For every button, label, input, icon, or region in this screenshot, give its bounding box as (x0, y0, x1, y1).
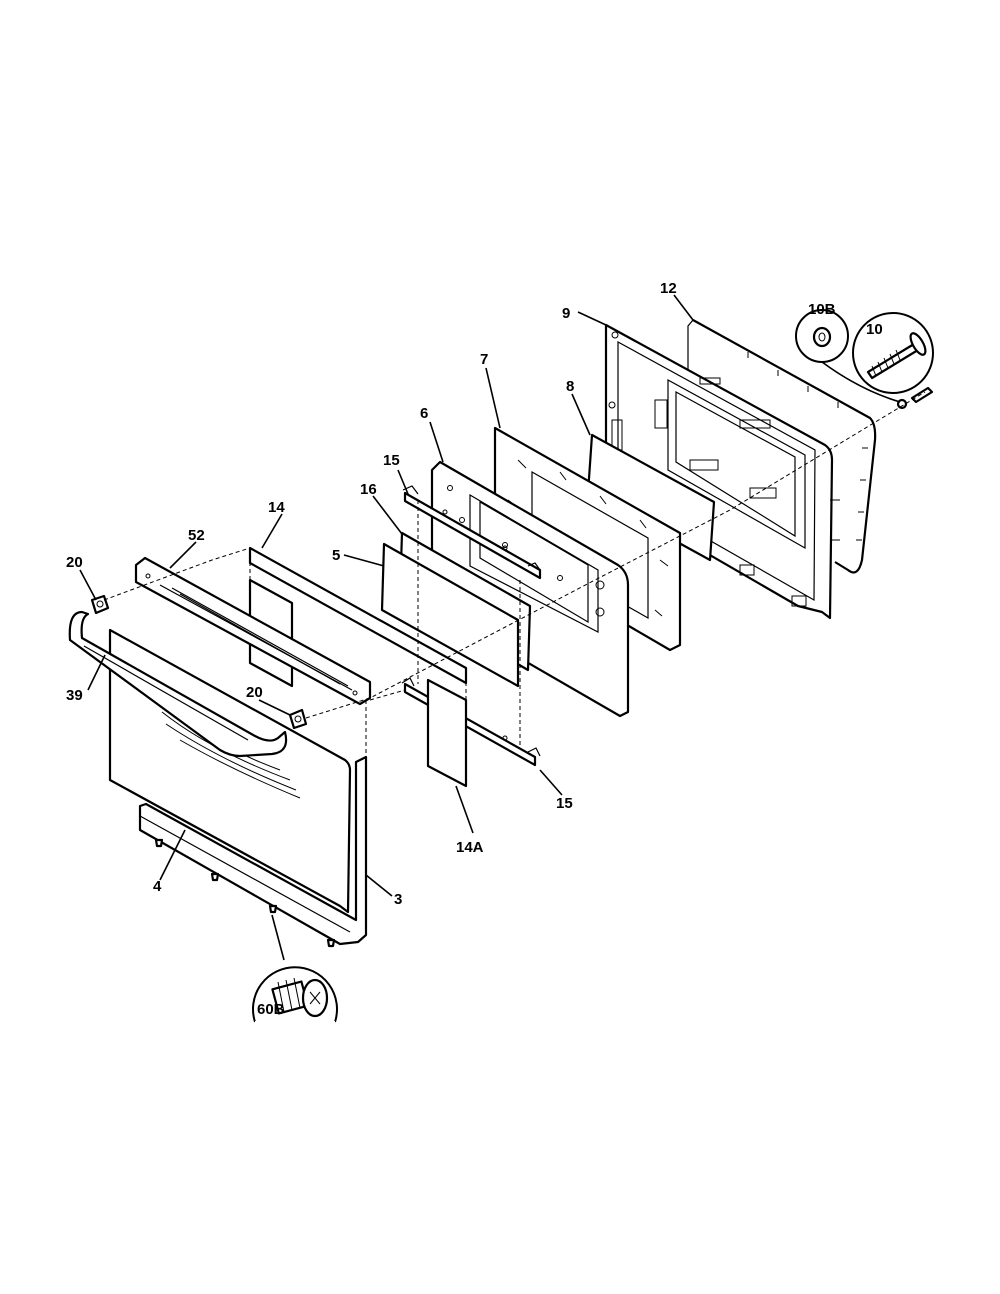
callout-12: 12 (660, 280, 677, 297)
callout-10: 10 (866, 321, 883, 338)
callout-14a: 14A (456, 839, 484, 856)
part-7-insulation (493, 426, 682, 652)
callout-39: 39 (66, 687, 83, 704)
zoom-bubble-10 (852, 312, 934, 394)
part-39-door-handle (68, 610, 288, 758)
part-20-end-cap-right (288, 708, 308, 730)
callout-6: 6 (420, 405, 428, 422)
part-10-screws (896, 386, 934, 410)
callout-7: 7 (480, 351, 488, 368)
callout-20-right: 20 (246, 684, 263, 701)
callout-16: 16 (360, 481, 377, 498)
part-60b-screws (154, 838, 336, 948)
part-15-lower-glass-retainer (401, 677, 541, 767)
callout-9: 9 (562, 305, 570, 322)
callout-5: 5 (332, 547, 340, 564)
zoom-bubble-60b (252, 966, 338, 1023)
part-5-outer-glass (380, 542, 520, 688)
part-8-inner-glass (586, 433, 716, 562)
assembly-lines (103, 391, 926, 757)
callout-52: 52 (188, 527, 205, 544)
callout-3: 3 (394, 891, 402, 908)
callout-20-left: 20 (66, 554, 83, 571)
part-3-door-frame (138, 755, 368, 946)
callout-10b: 10B (808, 301, 836, 318)
part-20-end-cap-left (90, 594, 110, 615)
callout-15-lower: 15 (556, 795, 573, 812)
callout-14: 14 (268, 499, 285, 516)
part-14a-insulation-strip (426, 678, 468, 788)
callout-8: 8 (566, 378, 574, 395)
part-52-vent-trim (134, 556, 372, 706)
callout-4: 4 (153, 878, 162, 895)
leader-lines (79, 294, 901, 961)
callout-labels: 12 9 10B 10 7 8 6 15 16 14 5 52 20 39 20… (66, 280, 883, 1018)
callout-60b: 60B (257, 1001, 285, 1018)
callout-15-upper: 15 (383, 452, 400, 469)
